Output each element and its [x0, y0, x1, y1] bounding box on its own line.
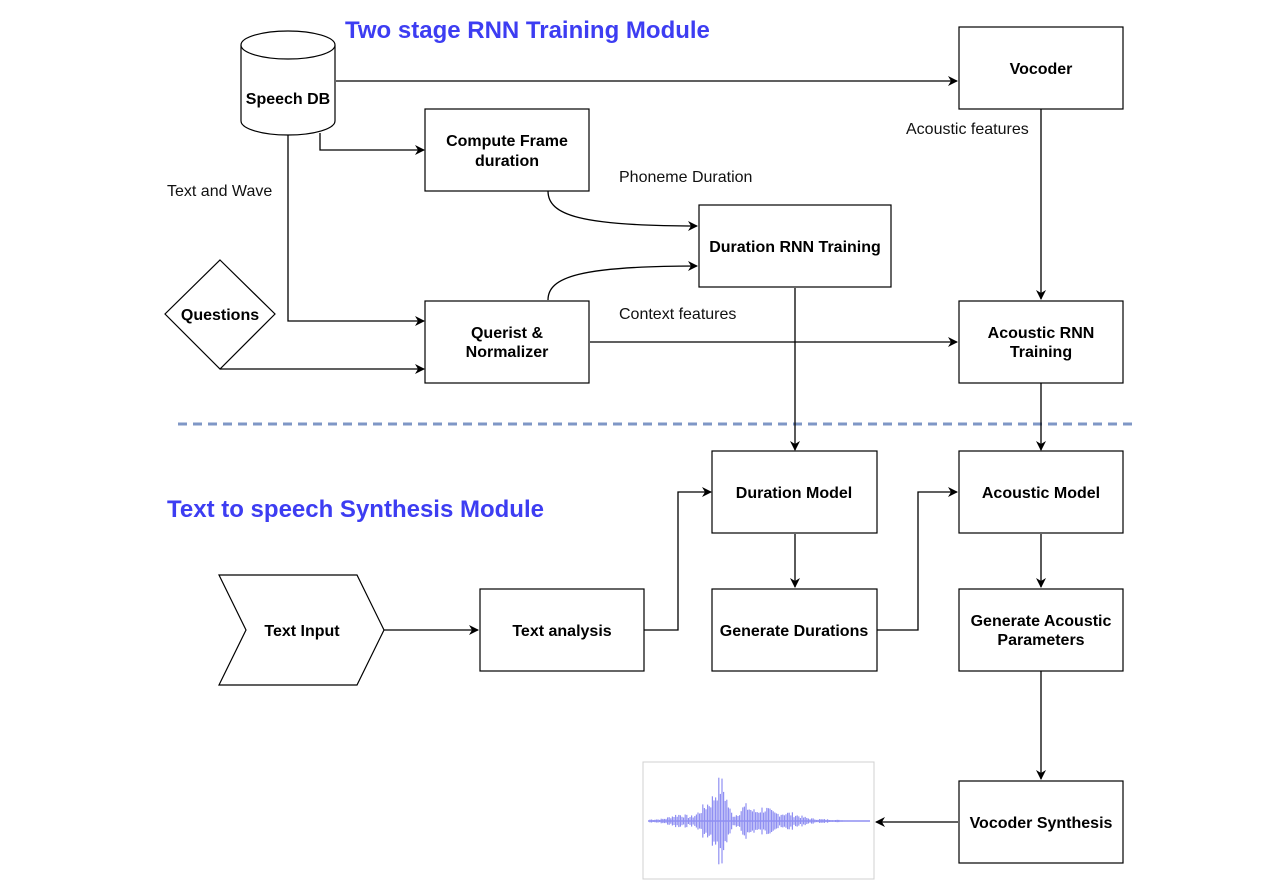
compute-frame-label-line2: duration — [475, 153, 539, 170]
compute-frame-duration-node: Compute Frame duration — [424, 108, 590, 192]
label-context-features: Context features — [619, 306, 736, 323]
questions-label: Questions — [181, 307, 259, 324]
vocoder-node: Vocoder — [958, 26, 1124, 110]
synthesis-module-title: Text to speech Synthesis Module — [167, 496, 544, 523]
text-input-label: Text Input — [264, 623, 340, 640]
edge-speechdb-querist — [287, 135, 425, 326]
generate-acoustic-label-line1: Generate Acoustic — [971, 613, 1112, 630]
compute-frame-label-line1: Compute Frame — [446, 133, 568, 150]
duration-model-node: Duration Model — [711, 450, 878, 534]
duration-rnn-training-label: Duration RNN Training — [709, 239, 881, 256]
vocoder-label: Vocoder — [1010, 61, 1073, 78]
generate-durations-label: Generate Durations — [720, 623, 869, 640]
querist-normalizer-node: Querist & Normalizer — [424, 300, 590, 384]
edge-generate-durations-acoustic-model — [877, 487, 958, 631]
edges — [220, 76, 1046, 827]
generate-durations-node: Generate Durations — [711, 588, 878, 672]
text-input-node: Text Input — [218, 574, 385, 686]
generate-acoustic-parameters-node: Generate Acoustic Parameters — [958, 588, 1124, 672]
label-phoneme-duration: Phoneme Duration — [619, 169, 752, 186]
acoustic-rnn-label-line2: Training — [1010, 344, 1072, 361]
waveform-bars — [648, 777, 870, 865]
generate-acoustic-label-line2: Parameters — [997, 632, 1084, 649]
edge-speechdb-compute-frame — [319, 133, 425, 155]
text-analysis-label: Text analysis — [512, 623, 611, 640]
duration-model-label: Duration Model — [736, 485, 852, 502]
edge-text-analysis-duration-model — [644, 487, 712, 631]
querist-label-line1: Querist & — [471, 325, 543, 342]
speech-db-label: Speech DB — [246, 91, 330, 108]
edge-querist-duration-rnn — [547, 261, 698, 301]
duration-rnn-training-node: Duration RNN Training — [698, 204, 892, 288]
vocoder-synthesis-node: Vocoder Synthesis — [958, 780, 1124, 864]
querist-label-line2: Normalizer — [466, 344, 549, 361]
acoustic-rnn-training-node: Acoustic RNN Training — [958, 300, 1124, 384]
vocoder-synthesis-label: Vocoder Synthesis — [970, 815, 1113, 832]
speech-db-node: Speech DB — [240, 30, 336, 136]
questions-node: Questions — [164, 259, 276, 370]
edge-compute-frame-duration-rnn — [547, 190, 698, 231]
text-analysis-node: Text analysis — [479, 588, 645, 672]
audio-waveform-icon — [642, 761, 875, 880]
acoustic-model-label: Acoustic Model — [982, 485, 1100, 502]
label-acoustic-features: Acoustic features — [906, 121, 1029, 138]
acoustic-model-node: Acoustic Model — [958, 450, 1124, 534]
label-text-and-wave: Text and Wave — [167, 183, 272, 200]
training-module-title: Two stage RNN Training Module — [345, 17, 710, 44]
acoustic-rnn-label-line1: Acoustic RNN — [988, 325, 1095, 342]
